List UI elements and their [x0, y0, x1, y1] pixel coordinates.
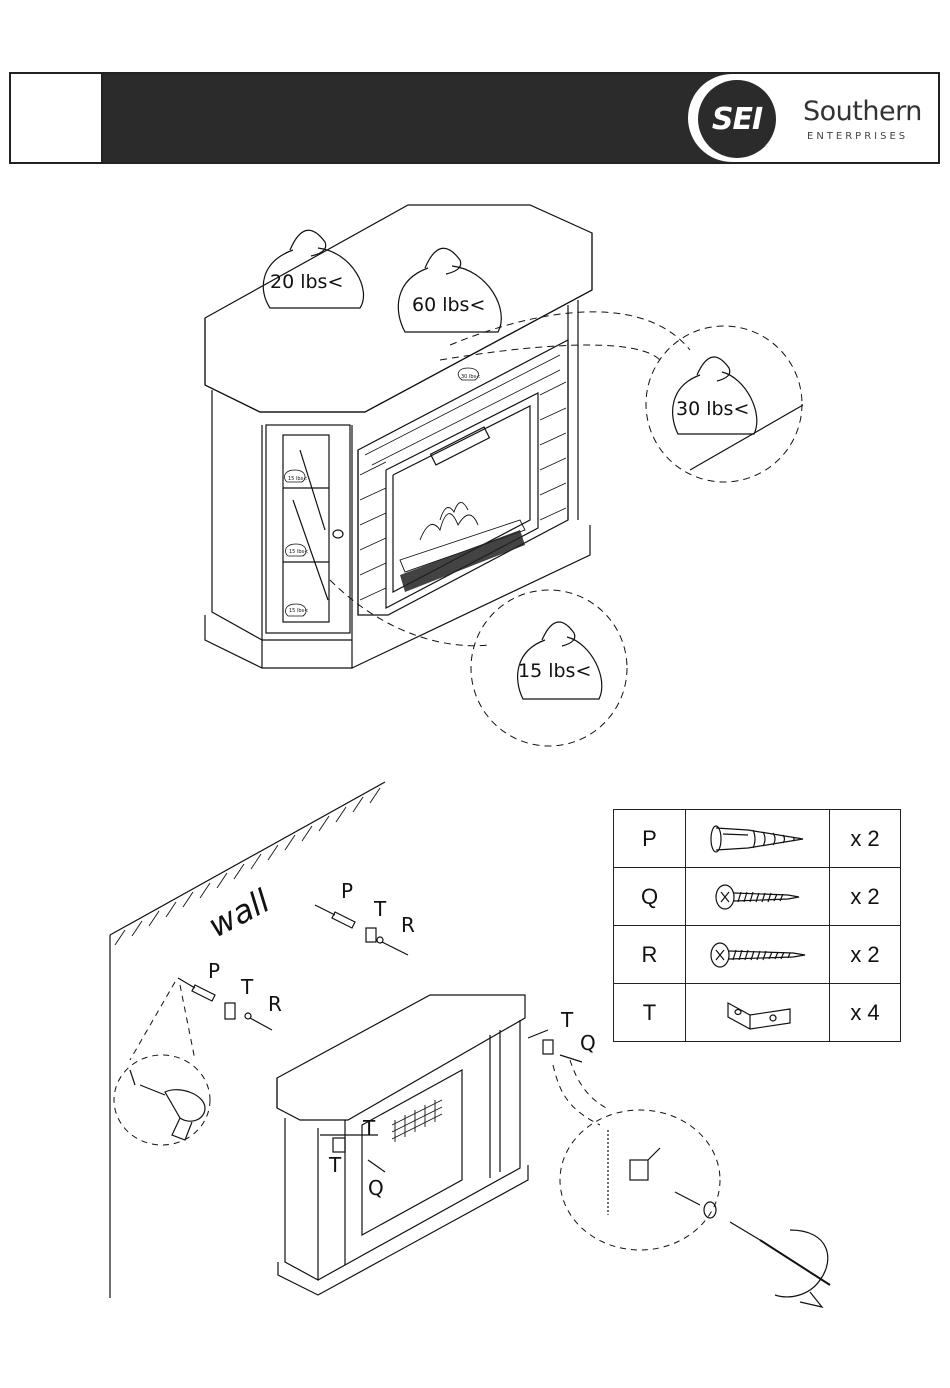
hardware-set-lower — [178, 978, 272, 1030]
weight-label-shelf-3: 15 lbs< — [289, 608, 308, 614]
label-q-right: Q — [580, 1031, 596, 1055]
weight-label-interior: 30 lbs< — [461, 374, 480, 380]
part-code: R — [614, 926, 686, 984]
weight-label-shelf-2: 15 lbs< — [289, 549, 308, 555]
wall-label: wall — [202, 882, 276, 945]
l-bracket-icon — [686, 984, 830, 1042]
parts-list-table: P x 2 Q x 2 R — [613, 809, 901, 1042]
weight-bag-icon-30 — [673, 357, 757, 434]
part-code: Q — [614, 868, 686, 926]
label-t-upper: T — [373, 897, 387, 921]
part-code: P — [614, 810, 686, 868]
hardware-set-right — [528, 1030, 582, 1062]
part-quantity: x 2 — [830, 868, 901, 926]
weight-label-top-left: 20 lbs< — [270, 271, 343, 293]
table-row: T x 4 — [614, 984, 901, 1042]
wall-anchor-icon — [686, 810, 830, 868]
part-quantity: x 2 — [830, 926, 901, 984]
short-screw-icon — [686, 868, 830, 926]
label-r-upper: R — [401, 913, 415, 937]
table-row: Q x 2 — [614, 868, 901, 926]
weight-label-base: 15 lbs< — [518, 660, 591, 682]
weight-label-top-center: 60 lbs< — [412, 294, 485, 316]
part-code: T — [614, 984, 686, 1042]
weight-label-shelf-1: 15 lbs< — [288, 476, 307, 482]
label-p-upper: P — [341, 879, 353, 903]
label-q-front: Q — [368, 1176, 384, 1200]
table-row: R x 2 — [614, 926, 901, 984]
weight-bag-icon-20 — [263, 230, 363, 308]
label-p-lower: P — [208, 959, 220, 983]
table-row: P x 2 — [614, 810, 901, 868]
hardware-set-upper — [315, 905, 408, 955]
weight-label-mantel: 30 lbs< — [676, 398, 749, 420]
label-t-front-upper: T — [362, 1116, 376, 1140]
part-quantity: x 2 — [830, 810, 901, 868]
part-quantity: x 4 — [830, 984, 901, 1042]
weight-bag-icon-60 — [398, 248, 501, 332]
drill-icon — [130, 1070, 205, 1140]
fireplace-top-view — [205, 205, 592, 668]
label-t-right: T — [560, 1008, 574, 1032]
label-r-lower: R — [268, 992, 282, 1016]
label-t-front-lower: T — [328, 1153, 342, 1177]
hardware-set-front — [368, 1160, 385, 1172]
long-screw-icon — [686, 926, 830, 984]
label-t-lower: T — [240, 975, 254, 999]
